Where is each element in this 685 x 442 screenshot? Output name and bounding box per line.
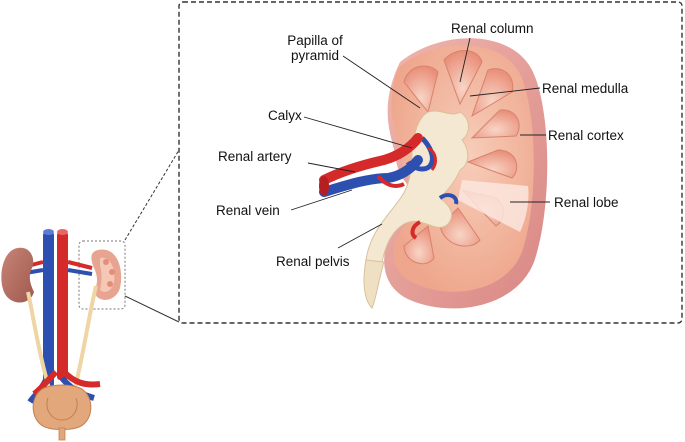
zoom-connector-top <box>124 149 180 241</box>
aorta <box>57 232 68 380</box>
right-ureter <box>72 285 98 393</box>
zoom-frame <box>78 1 683 324</box>
label-renal-medulla: Renal medulla <box>542 81 629 96</box>
zoom-connector-bottom <box>124 295 180 323</box>
label-renal-vein: Renal vein <box>216 203 280 218</box>
renal-lobe-highlight <box>458 180 529 232</box>
kidney-cross-section <box>319 38 548 310</box>
zoom-source-box <box>78 240 126 310</box>
leader-calyx <box>303 116 413 149</box>
bladder <box>32 384 92 430</box>
left-kidney-small <box>1 247 34 303</box>
leader-papilla <box>342 55 421 109</box>
leader-renal-vein <box>290 189 353 211</box>
zoom-box <box>178 1 683 324</box>
renal-vein-vessel <box>319 155 423 197</box>
label-calyx: Calyx <box>268 108 302 123</box>
label-renal-pelvis: Renal pelvis <box>276 254 350 269</box>
label-papilla-line2: pyramid <box>290 48 339 63</box>
label-renal-artery: Renal artery <box>218 149 292 164</box>
ureter-large <box>363 259 385 309</box>
label-renal-cortex: Renal cortex <box>548 128 624 143</box>
renal-artery-vessel <box>319 133 423 185</box>
leader-renal-artery <box>307 162 356 173</box>
label-renal-lobe: Renal lobe <box>554 195 619 210</box>
label-papilla-line1: Papilla of <box>287 33 343 48</box>
leader-renal-column <box>459 37 471 83</box>
leader-renal-pelvis <box>337 223 383 249</box>
label-papilla-of-pyramid: Papilla of pyramid <box>277 33 353 63</box>
vena-cava <box>43 232 54 387</box>
urinary-system-illustration <box>1 229 122 441</box>
leader-renal-medulla <box>469 87 541 97</box>
leader-lines <box>290 37 550 249</box>
urethra <box>58 427 66 441</box>
label-renal-column: Renal column <box>451 21 534 36</box>
